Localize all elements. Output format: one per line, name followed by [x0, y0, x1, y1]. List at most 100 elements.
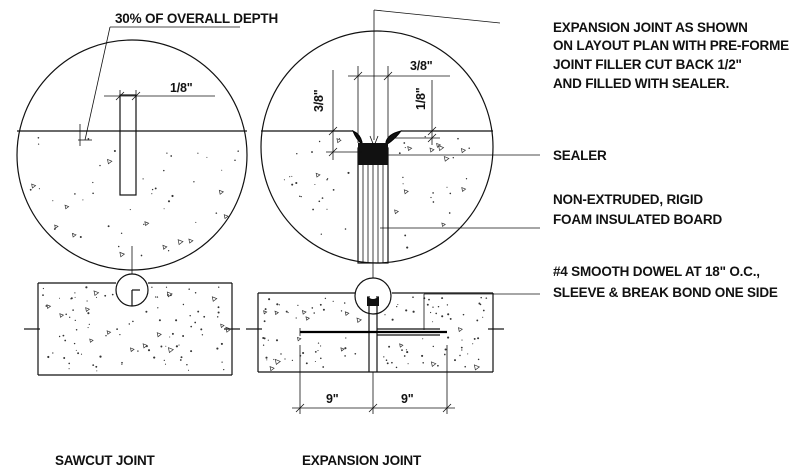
aggregate-speck	[77, 352, 80, 355]
aggregate-speck	[391, 361, 393, 364]
aggregate-speck	[29, 188, 32, 191]
aggregate-triangle	[188, 238, 194, 244]
aggregate-triangle	[263, 310, 268, 315]
aggregate-speck	[186, 363, 188, 366]
aggregate-triangle	[274, 310, 280, 316]
aggregate-speck	[424, 136, 426, 138]
aggregate-speck	[95, 365, 98, 368]
aggregate-speck	[432, 321, 434, 323]
aggregate-speck	[320, 357, 322, 360]
dowel-label-line-1: #4 SMOOTH DOWEL AT 18" O.C.,	[553, 264, 760, 279]
aggregate-triangle	[269, 366, 275, 372]
aggregate-speck	[446, 304, 449, 306]
expansion-note-leader	[369, 9, 501, 148]
aggregate-speck	[113, 149, 116, 153]
aggregate-speck	[300, 195, 302, 198]
dowel-dim-right-label: 9"	[401, 392, 414, 406]
aggregate-triangle	[301, 310, 307, 315]
aggregate-speck	[422, 362, 424, 364]
aggregate-speck	[197, 310, 200, 313]
aggregate-speck	[443, 353, 446, 356]
aggregate-speck	[385, 359, 388, 361]
aggregate-speck	[449, 317, 452, 320]
expansion-note-line-3: JOINT FILLER CUT BACK 1/2"	[553, 57, 742, 72]
aggregate-speck	[203, 315, 206, 318]
aggregate-speck	[74, 193, 76, 195]
aggregate-speck	[318, 140, 321, 143]
aggregate-triangle	[394, 209, 400, 215]
expansion-note-line-4: AND FILLED WITH SEALER.	[553, 76, 729, 91]
aggregate-speck	[444, 348, 447, 351]
aggregate-speck	[461, 339, 463, 341]
aggregate-speck	[347, 171, 350, 174]
sawcut-detail-circle	[16, 39, 248, 271]
aggregate-speck	[459, 354, 461, 357]
aggregate-speck	[398, 152, 401, 155]
aggregate-triangle	[399, 343, 404, 348]
aggregate-speck	[145, 310, 148, 313]
aggregate-speck	[163, 359, 165, 362]
aggregate-speck	[403, 355, 406, 357]
aggregate-triangle	[106, 330, 112, 335]
aggregate-speck	[64, 339, 67, 342]
aggregate-triangle	[297, 336, 302, 342]
aggregate-speck	[412, 296, 414, 298]
aggregate-speck	[312, 208, 314, 211]
aggregate-speck	[220, 342, 223, 345]
aggregate-triangle	[315, 172, 321, 178]
sawcut-joint-title: SAWCUT JOINT	[55, 453, 156, 467]
aggregate-triangle	[156, 332, 162, 338]
dowel-length-dimension	[292, 345, 455, 414]
aggregate-speck	[322, 366, 325, 368]
aggregate-speck	[171, 332, 174, 335]
aggregate-speck	[189, 314, 191, 317]
aggregate-speck	[430, 196, 432, 199]
aggregate-speck	[384, 314, 386, 316]
aggregate-speck	[180, 356, 183, 359]
aggregate-speck	[217, 311, 220, 314]
aggregate-speck	[128, 323, 131, 325]
aggregate-speck	[62, 334, 65, 337]
aggregate-speck	[437, 364, 439, 367]
aggregate-speck	[302, 351, 305, 355]
aggregate-speck	[92, 181, 94, 184]
aggregate-speck	[80, 353, 83, 355]
aggregate-triangle	[142, 343, 148, 349]
aggregate-speck	[157, 307, 159, 309]
aggregate-speck	[332, 189, 335, 191]
aggregate-speck	[74, 292, 76, 294]
aggregate-speck	[223, 368, 225, 371]
aggregate-speck	[462, 313, 465, 316]
aggregate-speck	[412, 310, 415, 313]
sawcut-width-label: 1/8"	[170, 81, 193, 95]
aggregate-speck	[407, 363, 409, 365]
aggregate-speck	[234, 159, 236, 161]
aggregate-speck	[426, 303, 429, 306]
aggregate-speck	[170, 155, 173, 157]
aggregate-speck	[99, 355, 102, 358]
aggregate-speck	[182, 303, 185, 306]
aggregate-triangle	[340, 347, 345, 352]
aggregate-speck	[430, 311, 432, 314]
aggregate-speck	[163, 169, 165, 172]
aggregate-triangle	[89, 338, 94, 343]
aggregate-speck	[280, 353, 282, 355]
aggregate-speck	[332, 300, 334, 302]
aggregate-speck	[285, 310, 288, 313]
aggregate-speck	[402, 183, 404, 185]
aggregate-speck	[68, 368, 70, 370]
dowel-label-line-2: SLEEVE & BREAK BOND ONE SIDE	[553, 285, 778, 300]
aggregate-triangle	[225, 326, 232, 333]
aggregate-triangle	[403, 189, 409, 195]
aggregate-speck	[37, 136, 40, 139]
aggregate-speck	[129, 209, 131, 211]
aggregate-speck	[116, 328, 118, 330]
aggregate-speck	[452, 156, 455, 159]
aggregate-speck	[151, 286, 153, 288]
aggregate-speck	[421, 354, 424, 357]
aggregate-triangle	[85, 307, 91, 313]
aggregate-speck	[479, 303, 482, 306]
aggregate-triangle	[130, 347, 135, 353]
aggregate-speck	[314, 360, 316, 363]
aggregate-triangle	[460, 148, 467, 154]
